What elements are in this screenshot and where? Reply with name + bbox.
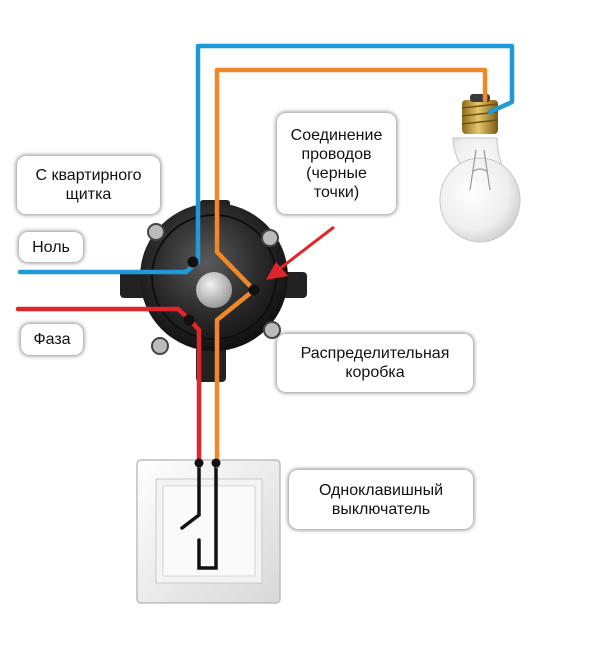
label-wire-joint-line-2: проводов [301,145,372,163]
junction-box-icon [120,200,307,382]
switched-wire-to-lamp [214,67,488,103]
label-neutral: Ноль [19,232,83,262]
label-junction-box: Распределительная коробка [277,334,473,392]
label-wire-joint-line-4: точки) [313,183,360,201]
label-from-panel: С квартирного щитка [17,156,160,214]
label-wire-joint: Соединение проводов (черные точки) [277,113,396,214]
label-single-switch-line-1: Одноклавишный [318,481,444,499]
label-single-switch: Одноклавишный выключатель [289,470,473,529]
label-wire-joint-line-3: (черные [306,164,367,182]
joint-dot-phase [183,314,195,326]
switched-wire-to-switch [214,287,257,469]
switch-terminal-left [194,458,204,468]
label-neutral-text: Ноль [32,238,70,256]
label-single-switch-line-2: выключатель [331,500,431,518]
switched-wire-lamp-to-joint [214,67,257,293]
label-from-panel-line-2: щитка [65,186,112,203]
wire-joints [183,256,260,468]
wall-switch-icon [136,459,281,604]
joint-dot-switched [248,284,260,296]
label-junction-box-line-2: коробка [345,364,405,381]
label-from-panel-line-1: С квартирного [35,167,142,184]
label-phase-text: Фаза [33,331,71,348]
pointer-arrow [266,225,335,280]
switch-terminal-right [211,458,221,468]
neutral-wire [17,43,515,275]
joint-dot-neutral [187,256,199,268]
label-phase: Фаза [21,324,83,355]
label-wire-joint-line-1: Соединение [290,126,383,144]
label-junction-box-line-1: Распределительная [300,345,450,362]
light-bulb-icon [439,94,521,243]
